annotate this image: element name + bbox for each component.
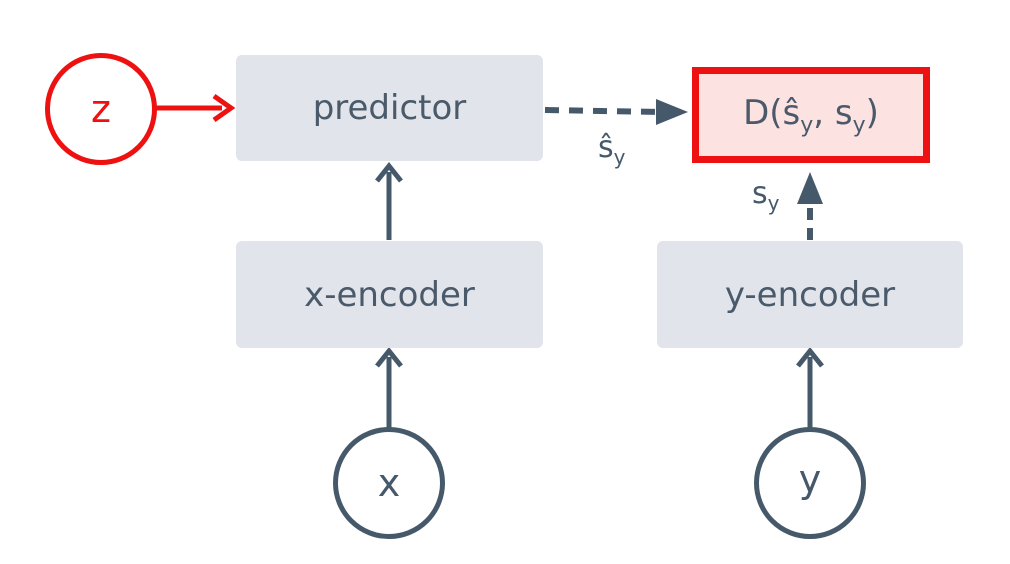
target-y-label: y xyxy=(798,457,822,501)
edge-z-to-predictor xyxy=(155,93,236,123)
x-encoder-box: x-encoder xyxy=(236,241,543,348)
predictor-box: predictor xyxy=(236,55,543,161)
predictor-label: predictor xyxy=(312,88,467,128)
s-hat-y-label: ŝy xyxy=(598,130,626,169)
x-encoder-label: x-encoder xyxy=(304,274,475,315)
edge-yencoder-to-distance xyxy=(797,172,823,240)
y-encoder-box: y-encoder xyxy=(657,241,963,348)
edge-y-to-yencoder xyxy=(796,346,824,428)
y-encoder-label: y-encoder xyxy=(724,274,896,315)
s-y-label: sy xyxy=(752,176,780,215)
energy-distance-box: D(ŝy, sy) xyxy=(692,67,930,163)
input-x-node: x xyxy=(333,427,445,539)
input-x-label: x xyxy=(377,461,401,505)
edge-predictor-to-distance xyxy=(544,99,688,125)
edge-xencoder-to-predictor xyxy=(375,161,403,240)
latent-z-node: z xyxy=(45,53,157,165)
energy-distance-label: D(ŝy, sy) xyxy=(743,92,879,138)
latent-z-label: z xyxy=(91,87,111,131)
target-y-node: y xyxy=(754,427,866,539)
edge-x-to-xencoder xyxy=(375,346,403,428)
